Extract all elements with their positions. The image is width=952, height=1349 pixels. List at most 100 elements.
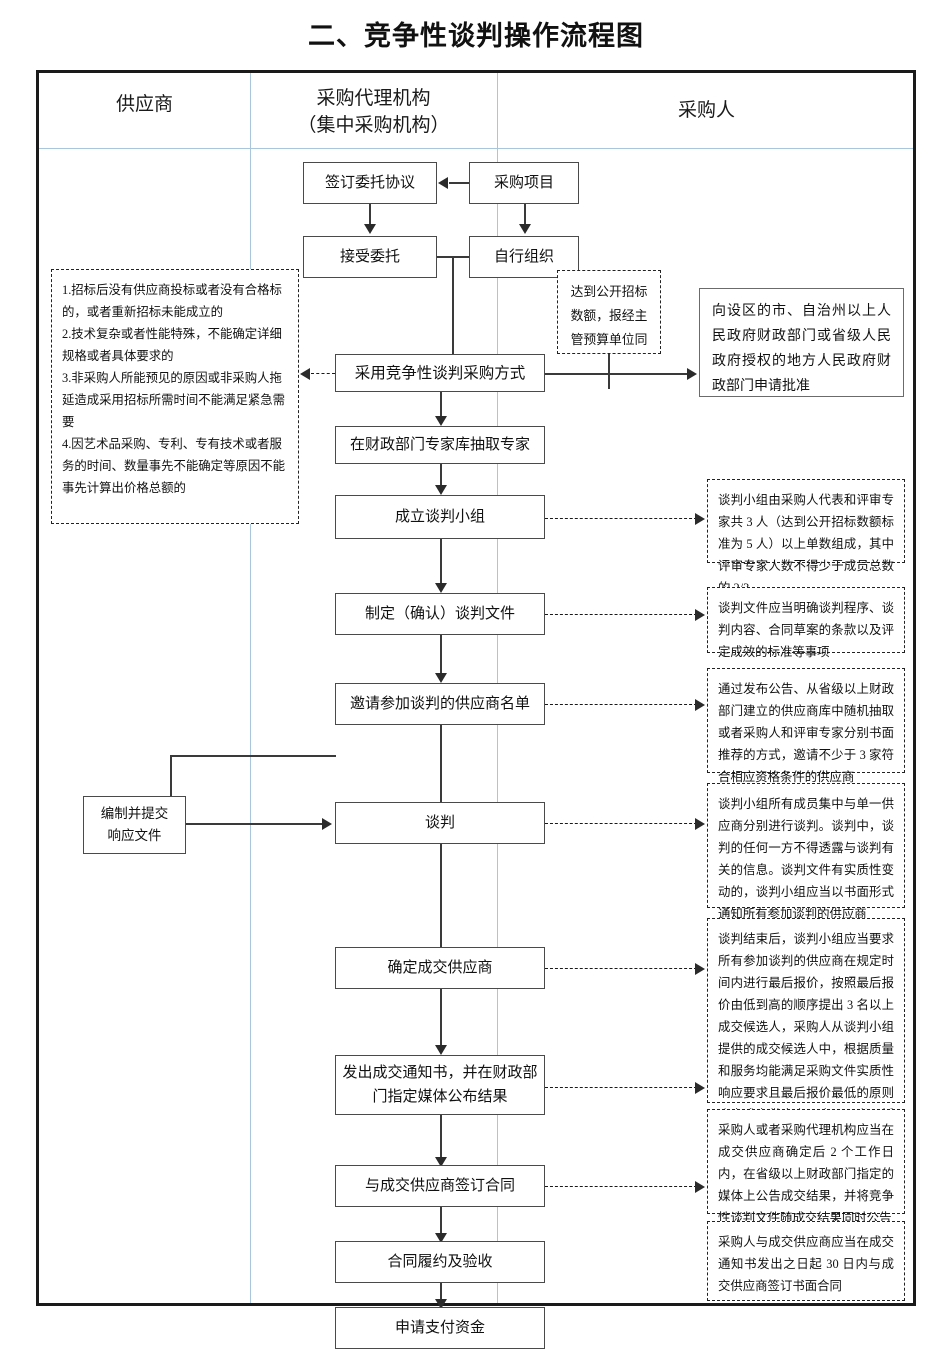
lane-header-purchaser: 采购人 bbox=[497, 97, 916, 124]
connector-perform-to-payment bbox=[440, 1283, 442, 1305]
connector-group-to-note bbox=[545, 518, 697, 519]
node-determine-winning-supplier[interactable]: 确定成交供应商 bbox=[335, 947, 545, 989]
node-negotiate[interactable]: 谈判 bbox=[335, 802, 545, 844]
note-conditions-line-2: 的，或者重新招标未能成立的 bbox=[62, 305, 224, 319]
node-issue-winning-notice[interactable]: 发出成交通知书，并在财政部 门指定媒体公布结果 bbox=[335, 1055, 545, 1115]
node-issue-notice-line-1: 发出成交通知书，并在财政部 bbox=[342, 1065, 538, 1081]
node-prepare-response-line-1: 编制并提交 bbox=[100, 806, 169, 821]
arrowhead-determine-to-notice bbox=[435, 1045, 447, 1055]
arrowhead-group-to-note bbox=[695, 513, 705, 525]
node-prepare-response-line-2: 响应文件 bbox=[107, 828, 162, 843]
lane-header-agency-label: 采购代理机构 bbox=[316, 88, 431, 109]
note-threshold-line-2: 数额，报经主 bbox=[570, 309, 648, 323]
node-issue-notice-line-2: 门指定媒体公布结果 bbox=[372, 1089, 508, 1105]
node-draw-experts[interactable]: 在财政部门专家库抽取专家 bbox=[335, 426, 545, 464]
node-form-negotiation-group[interactable]: 成立谈判小组 bbox=[335, 495, 545, 539]
connector-adopt-to-experts bbox=[440, 392, 442, 422]
lane-header-supplier: 供应商 bbox=[39, 91, 250, 118]
note-contract-rule: 采购人与成交供应商应当在成交通知书发出之日起 30 日内与成交供应商签订书面合同 bbox=[707, 1221, 905, 1301]
connector-group-to-documents bbox=[440, 539, 442, 589]
connector-adopt-to-conditions bbox=[311, 373, 335, 374]
connector-determine-to-notice bbox=[440, 989, 442, 1051]
note-conditions-line-9: 务的时间、数量事先不能确定等原因不能 bbox=[62, 459, 286, 473]
connector-invite-to-note bbox=[545, 704, 697, 705]
node-contract-performance-acceptance[interactable]: 合同履约及验收 bbox=[335, 1241, 545, 1283]
arrowhead-documents-to-note bbox=[695, 609, 705, 621]
node-invite-supplier-list[interactable]: 邀请参加谈判的供应商名单 bbox=[335, 683, 545, 725]
node-apply-payment[interactable]: 申请支付资金 bbox=[335, 1307, 545, 1349]
arrowhead-negotiate-to-note bbox=[695, 818, 705, 830]
node-sign-contract[interactable]: 与成交供应商签订合同 bbox=[335, 1165, 545, 1207]
arrowhead-experts-to-group bbox=[435, 485, 447, 495]
note-conditions-line-6: 延造成采用招标所需时间不能满足紧急需 bbox=[62, 393, 286, 407]
connector-invite-to-prepare-h bbox=[170, 755, 336, 757]
note-public-bid-threshold: 达到公开招标 数额，报经主 管预算单位同 bbox=[557, 270, 661, 354]
connector-negotiate-to-note bbox=[545, 823, 697, 824]
node-prepare-response-file[interactable]: 编制并提交 响应文件 bbox=[83, 796, 186, 854]
lane-header-purchaser-label: 采购人 bbox=[677, 100, 735, 121]
connector-contract-to-note bbox=[545, 1186, 697, 1187]
node-sign-agreement[interactable]: 签订委托协议 bbox=[303, 162, 437, 204]
node-apply-approval[interactable]: 向设区的市、自治州以上人民政府财政部门或省级人民政府授权的地方人民政府财政部门申… bbox=[699, 288, 904, 397]
note-conditions-line-5: 3.非采购人所能预见的原因或非采购人拖 bbox=[62, 371, 282, 385]
lane-header-rule bbox=[39, 148, 913, 149]
arrowhead-adopt-to-approval bbox=[687, 368, 697, 380]
connector-threshold-down bbox=[608, 354, 610, 389]
connector-experts-to-group bbox=[440, 464, 442, 491]
connector-contract-to-perform bbox=[440, 1207, 442, 1239]
note-publish-rule: 采购人或者采购代理机构应当在成交供应商确定后 2 个工作日内，在省级以上财政部门… bbox=[707, 1109, 905, 1225]
lane-header-agency-sublabel: （集中采购机构） bbox=[297, 115, 450, 136]
note-invite-method: 通过发布公告、从省级以上财政部门建立的供应商库中随机抽取或者采购人和评审专家分别… bbox=[707, 668, 905, 784]
arrowhead-notice-to-contract bbox=[435, 1157, 447, 1167]
connector-prepare-to-negotiate bbox=[186, 823, 324, 825]
arrowhead-determine-to-note bbox=[695, 963, 705, 975]
node-make-negotiation-documents[interactable]: 制定（确认）谈判文件 bbox=[335, 593, 545, 635]
connector-negotiate-to-determine bbox=[440, 844, 442, 959]
arrowhead-perform-to-payment bbox=[435, 1299, 447, 1309]
connector-documents-to-invite bbox=[440, 635, 442, 679]
connector-adopt-to-approval bbox=[545, 373, 689, 375]
arrowhead-group-to-documents bbox=[435, 583, 447, 593]
connector-project-to-sign bbox=[449, 182, 471, 184]
connector-documents-to-note bbox=[545, 614, 697, 615]
note-negotiation-conditions: 1.招标后没有供应商投标或者没有合格标 的，或者重新招标未能成立的 2.技术复杂… bbox=[51, 269, 299, 524]
note-conditions-line-4: 规格或者具体要求的 bbox=[62, 349, 174, 363]
arrowhead-notice-to-note bbox=[695, 1082, 705, 1094]
arrowhead-documents-to-invite bbox=[435, 673, 447, 683]
arrowhead-contract-to-perform bbox=[435, 1233, 447, 1243]
arrowhead-sign-to-accept bbox=[364, 224, 376, 234]
connector-notice-to-contract bbox=[440, 1115, 442, 1163]
page-title: 二、竞争性谈判操作流程图 bbox=[308, 21, 644, 51]
connector-project-to-self bbox=[524, 204, 526, 226]
connector-merge-down bbox=[452, 256, 454, 378]
note-conditions-line-1: 1.招标后没有供应商投标或者没有合格标 bbox=[62, 283, 282, 297]
note-conditions-line-8: 4.因艺术品采购、专利、专有技术或者服 bbox=[62, 437, 282, 451]
note-conditions-line-3: 2.技术复杂或者性能特殊，不能确定详细 bbox=[62, 327, 282, 341]
note-conditions-line-10: 事先计算出价格总额的 bbox=[62, 481, 186, 495]
connector-determine-to-note bbox=[545, 968, 697, 969]
arrowhead-contract-to-note bbox=[695, 1181, 705, 1193]
lane-separator-1 bbox=[250, 73, 251, 1303]
note-threshold-line-3: 管预算单位同 bbox=[570, 333, 648, 347]
arrowhead-adopt-to-conditions bbox=[300, 368, 310, 380]
connector-invite-to-negotiate bbox=[440, 725, 442, 820]
note-conditions-line-7: 要 bbox=[62, 415, 75, 429]
arrowhead-project-to-sign bbox=[438, 177, 448, 189]
arrowhead-invite-to-note bbox=[695, 699, 705, 711]
arrowhead-project-to-self bbox=[519, 224, 531, 234]
lane-header-agency: 采购代理机构 （集中采购机构） bbox=[250, 85, 497, 139]
note-negotiation-rule: 谈判小组所有成员集中与单一供应商分别进行谈判。谈判中，谈判的任何一方不得透露与谈… bbox=[707, 783, 905, 921]
note-final-offer-rule: 谈判结束后，谈判小组应当要求所有参加谈判的供应商在规定时间内进行最后报价，按照最… bbox=[707, 918, 905, 1144]
connector-sign-to-accept bbox=[369, 204, 371, 226]
flowchart-frame: 供应商 采购代理机构 （集中采购机构） 采购人 签订委托协议 采购项目 接受委托… bbox=[36, 70, 916, 1349]
arrowhead-adopt-to-experts bbox=[435, 416, 447, 426]
node-procurement-project[interactable]: 采购项目 bbox=[469, 162, 579, 204]
node-accept-entrust[interactable]: 接受委托 bbox=[303, 236, 437, 278]
lane-header-supplier-label: 供应商 bbox=[115, 94, 173, 115]
connector-notice-to-note bbox=[545, 1087, 697, 1088]
arrowhead-prepare-to-negotiate bbox=[322, 818, 332, 830]
note-documents-content: 谈判文件应当明确谈判程序、谈判内容、合同草案的条款以及评定成效的标准等事项 bbox=[707, 587, 905, 659]
node-adopt-negotiation-method[interactable]: 采用竞争性谈判采购方式 bbox=[335, 354, 545, 392]
note-group-composition: 谈判小组由采购人代表和评审专家共 3 人（达到公开招标数额标准为 5 人）以上单… bbox=[707, 479, 905, 595]
note-threshold-line-1: 达到公开招标 bbox=[570, 285, 648, 299]
